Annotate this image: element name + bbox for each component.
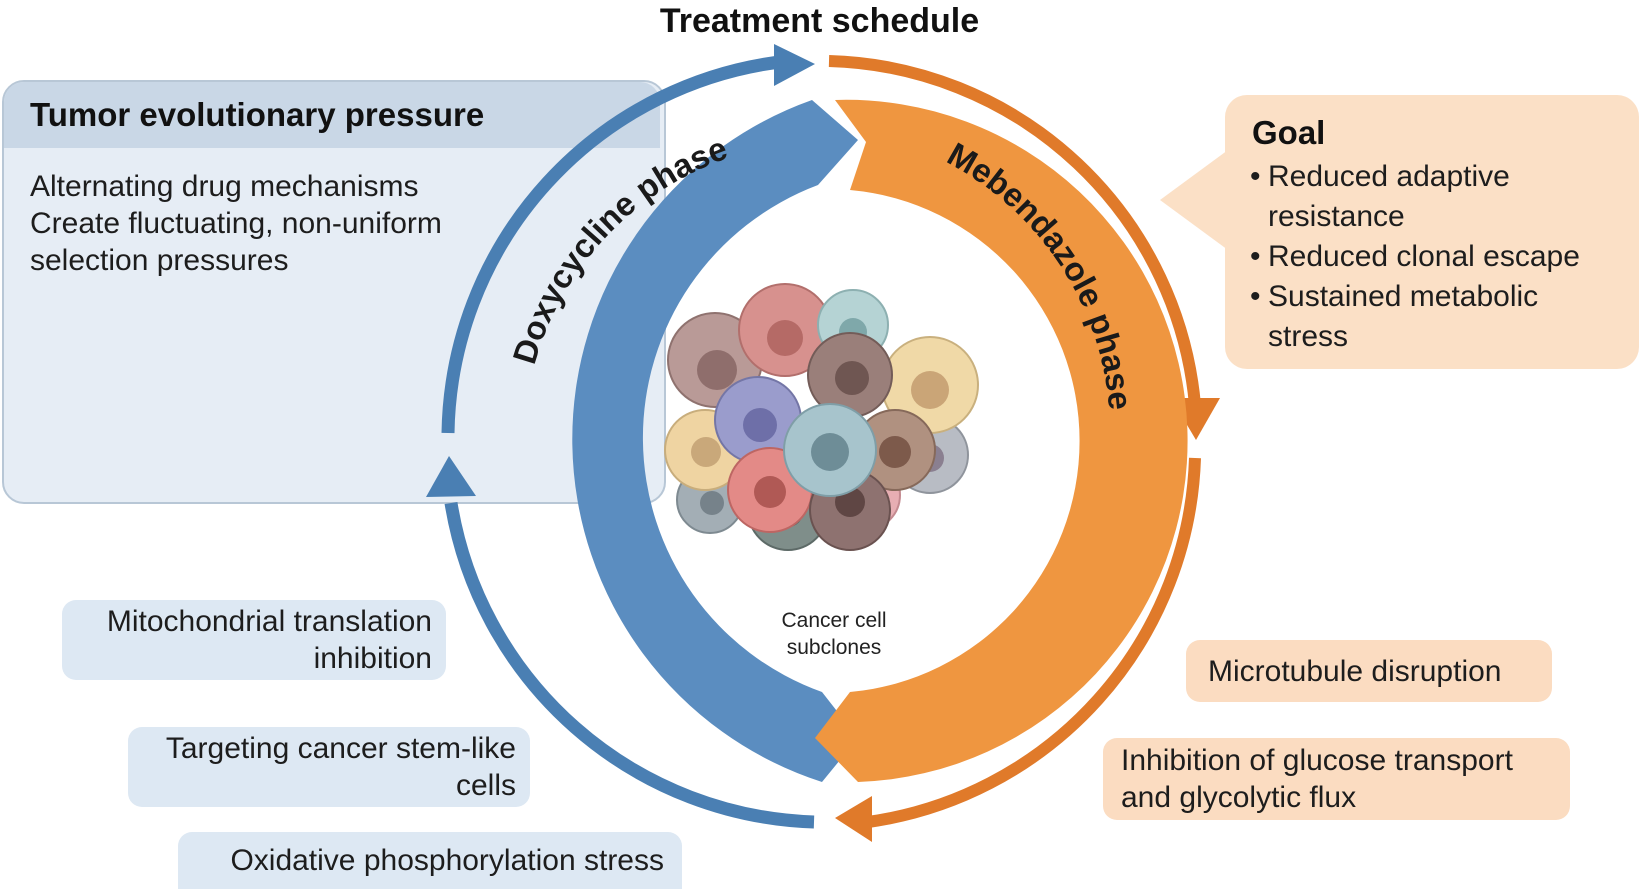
mechanism-line: Oxidative phosphorylation stress: [230, 844, 664, 877]
outer-arrow-orange-bottom: [867, 457, 1201, 828]
diagram-title: Treatment schedule: [659, 2, 980, 40]
pressure-panel: [2, 80, 666, 504]
doxy-mechanism-box: Mitochondrial translation inhibition: [62, 600, 446, 680]
mechanism-line: Inhibition of glucose transport: [1121, 744, 1513, 777]
cancer-cell-subclones-label: Cancer cell subclones: [744, 607, 924, 661]
mechanism-line: and glycolytic flux: [1121, 781, 1357, 814]
cancer-cell: [783, 403, 877, 497]
center-label-line: Cancer cell: [781, 609, 887, 632]
arrowhead-orange-bottom: [835, 796, 872, 842]
goal-item-line: resistance: [1268, 200, 1405, 233]
pressure-panel-title: Tumor evolutionary pressure: [30, 96, 485, 133]
cancer-cell: [738, 283, 832, 377]
center-label-line: subclones: [786, 636, 882, 659]
mechanism-line: Mitochondrial translation: [106, 605, 432, 638]
mechanism-line: Targeting cancer stem-like: [165, 732, 516, 765]
bullet-icon: •: [1250, 240, 1261, 273]
outer-arrow-orange-top: [828, 55, 1201, 406]
arrowhead-blue-bottom: [426, 456, 476, 497]
goal-item: • Sustained metabolic stress: [1250, 277, 1580, 357]
goal-callout: [1225, 95, 1639, 369]
goal-item-line: stress: [1268, 320, 1349, 353]
goal-item-line: Reduced adaptive: [1268, 160, 1510, 193]
arrowhead-blue-top: [774, 44, 815, 86]
mebe-mechanism-box: Inhibition of glucose transport and glyc…: [1103, 738, 1570, 820]
mebendazole-phase-band: [815, 99, 1188, 783]
outer-arrow-blue-top: [441, 54, 789, 434]
mechanism-line: Microtubule disruption: [1208, 654, 1502, 688]
mechanism-line: cells: [455, 769, 516, 802]
bullet-icon: •: [1250, 160, 1261, 193]
pressure-panel-header: [4, 82, 660, 148]
doxycycline-phase-band: [572, 100, 858, 782]
bullet-icon: •: [1250, 280, 1261, 313]
goal-title: Goal: [1252, 114, 1326, 151]
pressure-panel-text: Alternating drug mechanisms Create fluct…: [30, 168, 442, 279]
doxy-mechanism-box: Targeting cancer stem-like cells: [128, 727, 530, 807]
goal-item-line: Sustained metabolic: [1268, 280, 1539, 313]
pressure-line: Alternating drug mechanisms: [30, 170, 419, 203]
outer-arrow-blue-bottom: [444, 501, 815, 829]
pressure-line: Create fluctuating, non-uniform: [30, 207, 442, 240]
mebe-mechanism-box: Microtubule disruption: [1186, 640, 1552, 702]
goal-list: • Reduced adaptive resistance • Reduced …: [1250, 157, 1580, 357]
goal-item-line: Reduced clonal escape: [1268, 240, 1580, 273]
goal-item: • Reduced clonal escape: [1250, 237, 1580, 277]
cancer-cell-cluster: [664, 283, 979, 551]
doxy-mechanism-box: Oxidative phosphorylation stress: [178, 832, 682, 889]
mechanism-line: inhibition: [313, 642, 432, 675]
goal-item: • Reduced adaptive resistance: [1250, 157, 1580, 237]
pressure-line: selection pressures: [30, 244, 289, 277]
goal-callout-pointer: [1160, 150, 1228, 250]
